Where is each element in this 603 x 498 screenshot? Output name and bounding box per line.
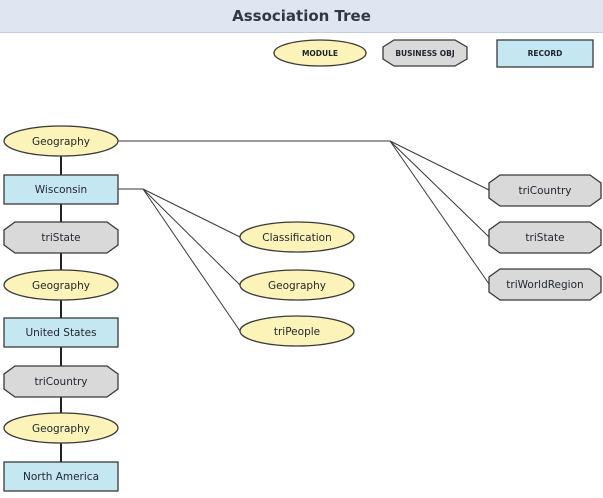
- legend-business-obj: BUSINESS OBJ: [382, 39, 468, 67]
- legend: MODULE BUSINESS OBJ RECORD: [273, 39, 594, 68]
- node-label: Geography: [32, 136, 90, 148]
- node-label: Geography: [268, 280, 326, 292]
- edge-wisconsin-classification: [142, 188, 241, 238]
- legend-record: RECORD: [496, 39, 594, 68]
- connectors: [60, 140, 490, 463]
- node-tristate-left[interactable]: triState: [3, 221, 119, 254]
- edge-hub-tristate: [389, 140, 490, 238]
- legend-module-label: MODULE: [302, 49, 338, 58]
- node-label: triCountry: [34, 376, 87, 388]
- node-label: Classification: [262, 232, 331, 244]
- node-united-states[interactable]: United States: [3, 317, 119, 348]
- legend-business-obj-label: BUSINESS OBJ: [395, 49, 455, 58]
- node-triworldregion[interactable]: triWorldRegion: [488, 268, 602, 301]
- node-label: North America: [23, 471, 99, 483]
- node-tristate-right[interactable]: triState: [488, 221, 602, 254]
- node-label: Geography: [32, 423, 90, 435]
- title-bar: Association Tree: [0, 0, 603, 33]
- node-label: Wisconsin: [35, 184, 87, 196]
- node-label: triCountry: [518, 185, 571, 197]
- node-geography-3[interactable]: Geography: [3, 412, 119, 444]
- legend-module: MODULE: [273, 39, 367, 67]
- node-label: Geography: [32, 280, 90, 292]
- node-label: United States: [25, 327, 96, 339]
- legend-record-shape: [496, 39, 594, 68]
- legend-business-obj-shape: [382, 39, 468, 67]
- node-label: triPeople: [274, 326, 320, 338]
- edge-hub-triworldregion: [389, 140, 490, 285]
- node-wisconsin[interactable]: Wisconsin: [3, 174, 119, 205]
- node-geography-mid[interactable]: Geography: [239, 269, 355, 301]
- node-tricountry-right[interactable]: triCountry: [488, 174, 602, 207]
- node-label: triState: [525, 232, 564, 244]
- node-geography-2[interactable]: Geography: [3, 269, 119, 301]
- node-tripeople[interactable]: triPeople: [239, 315, 355, 347]
- legend-module-shape: [273, 39, 367, 67]
- node-north-america[interactable]: North America: [3, 461, 119, 492]
- node-geography-root[interactable]: Geography: [3, 125, 119, 157]
- node-classification[interactable]: Classification: [239, 221, 355, 253]
- node-label: triWorldRegion: [506, 279, 583, 291]
- edge-hub-tricountry: [389, 140, 490, 191]
- edge-wisconsin-tripeople: [142, 188, 241, 332]
- edge-wisconsin-geography: [142, 188, 241, 286]
- node-tricountry-left[interactable]: triCountry: [3, 365, 119, 398]
- legend-record-label: RECORD: [528, 49, 563, 58]
- node-label: triState: [41, 232, 80, 244]
- page-title: Association Tree: [232, 7, 371, 25]
